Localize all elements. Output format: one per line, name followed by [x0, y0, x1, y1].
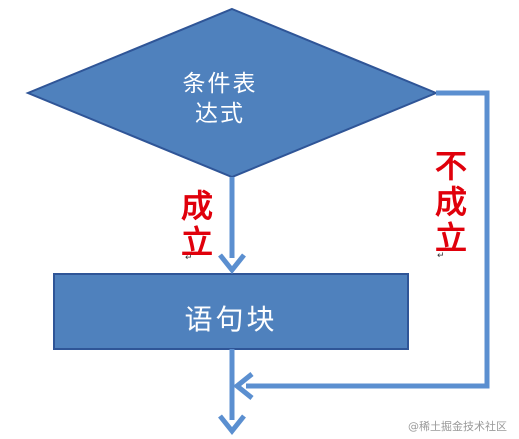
true-branch-label-char-2: 立 [180, 223, 213, 261]
true-branch-arrowhead [218, 253, 246, 275]
paragraph-mark-icon: ↵ [437, 251, 445, 261]
condition-diamond [25, 7, 439, 179]
false-branch-connector [246, 90, 490, 389]
false-branch-label-char-2: 成 [434, 183, 467, 221]
exit-arrowhead [218, 414, 246, 436]
true-branch-label-char-1: 成 [180, 187, 213, 225]
watermark: @稀土掘金技术社区 [408, 420, 507, 433]
false-branch-label-char-1: 不 [434, 147, 467, 185]
false-branch-arrowhead [232, 372, 254, 400]
paragraph-mark-icon: ↵ [185, 253, 193, 263]
false-branch-label-char-3: 立 [434, 219, 467, 257]
statement-block [53, 273, 409, 350]
